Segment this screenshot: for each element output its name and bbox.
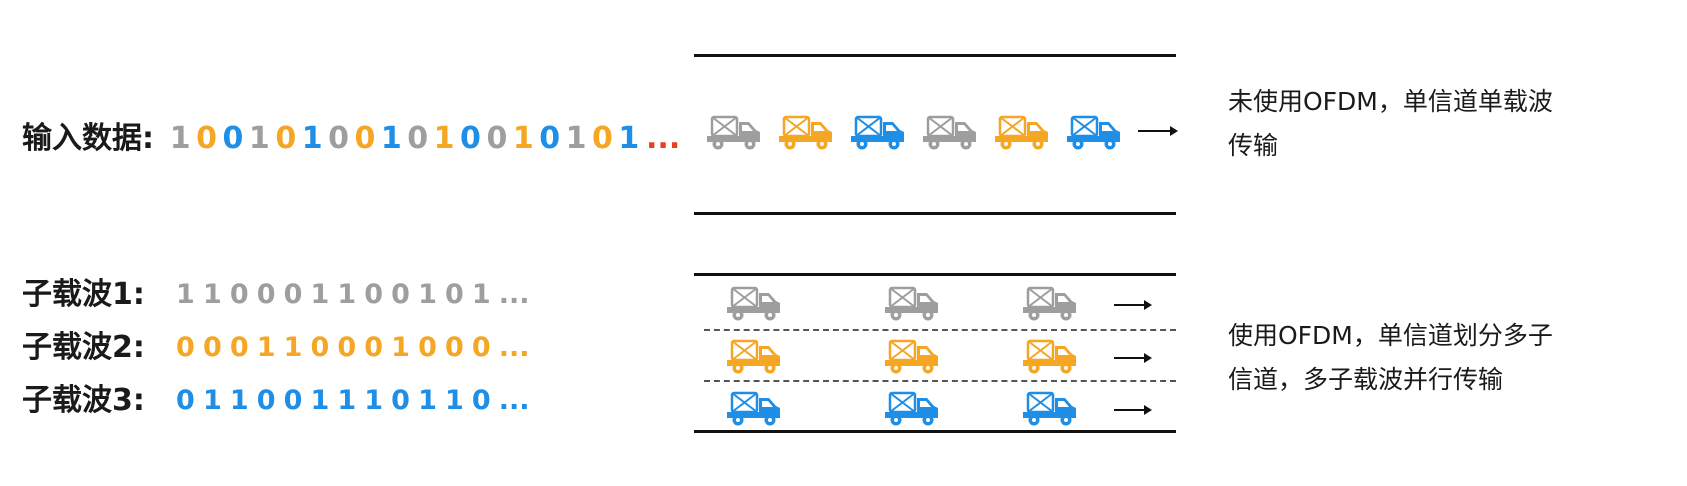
- truck-gray-icon: [1023, 286, 1076, 321]
- input-bit: 0: [407, 121, 429, 156]
- truck-blue-icon: [1023, 391, 1076, 426]
- truck-gray-icon: [707, 115, 760, 150]
- input-bit: 1: [565, 121, 587, 156]
- subcarrier-bit: 0: [256, 279, 276, 310]
- subcarrier-bit: 1: [256, 332, 276, 363]
- subcarrier-bit-ellipsis: ...: [498, 279, 530, 310]
- input-bit: 1: [248, 121, 270, 156]
- input-bit: 1: [512, 121, 534, 156]
- single-carrier-description: 未使用OFDM，单信道单载波传输: [1228, 87, 1553, 160]
- input-bit: 0: [592, 121, 613, 156]
- subcarrier-bit: 1: [283, 332, 303, 363]
- input-bit: 1: [433, 121, 455, 156]
- subcarrier-bit-ellipsis: ...: [498, 332, 530, 363]
- subcarrier-bit: 0: [471, 385, 491, 416]
- subcarrier-bit: 1: [444, 385, 464, 416]
- truck-orange-icon: [779, 115, 832, 150]
- subcarrier-bit: 0: [229, 332, 249, 363]
- subcarrier-bit: 1: [418, 279, 437, 310]
- truck-blue-icon: [1067, 115, 1120, 150]
- subcarrier-2-label: 子载波2:: [22, 330, 145, 365]
- subcarrier-bit: 1: [418, 385, 437, 416]
- bottom-road-lower-line: [694, 430, 1176, 433]
- bottom-road-upper-line: [694, 273, 1176, 276]
- input-bit-ellipsis: ...: [646, 121, 681, 156]
- top-road-upper-line: [694, 54, 1176, 57]
- subcarrier-bit: 0: [391, 385, 410, 416]
- truck-orange-icon: [995, 115, 1048, 150]
- subcarrier-bit: 1: [337, 385, 357, 416]
- subcarrier-bit: 1: [176, 279, 195, 310]
- subcarrier-bit: 0: [202, 332, 222, 363]
- subcarrier-bit: 1: [202, 279, 222, 310]
- subcarrier-bit: 0: [256, 385, 276, 416]
- truck-orange-icon: [885, 339, 938, 374]
- subcarrier-bit: 0: [444, 332, 464, 363]
- subcarrier-bit: 0: [176, 385, 195, 416]
- subcarrier-bit: 0: [364, 332, 384, 363]
- input-bit: 1: [169, 121, 191, 156]
- truck-gray-icon: [923, 115, 976, 150]
- input-bit: 0: [222, 121, 244, 156]
- input-bit: 0: [328, 121, 349, 156]
- truck-orange-icon: [727, 339, 780, 374]
- subcarrier-bit: 1: [391, 332, 410, 363]
- input-bit: 1: [618, 121, 640, 156]
- subcarrier-bit: 0: [471, 332, 491, 363]
- subcarrier-bit: 0: [283, 279, 303, 310]
- subchannel-arrow-icon: [1114, 405, 1152, 415]
- subcarrier-3-label: 子载波3:: [22, 383, 145, 418]
- subcarrier-bit: 0: [418, 332, 437, 363]
- subchannel-divider-1: [704, 329, 1176, 331]
- input-bit: 0: [539, 121, 561, 156]
- truck-gray-icon: [885, 286, 938, 321]
- subchannel-divider-2: [704, 380, 1176, 382]
- top-arrow-icon: [1138, 126, 1178, 136]
- input-bit: 0: [196, 121, 218, 156]
- truck-gray-icon: [727, 286, 780, 321]
- subcarrier-bit: 0: [176, 332, 195, 363]
- truck-orange-icon: [1023, 339, 1076, 374]
- subcarrier-bit: 0: [229, 279, 249, 310]
- input-bit: 0: [354, 121, 376, 156]
- subcarrier-bit: 1: [310, 385, 330, 416]
- truck-blue-icon: [727, 391, 780, 426]
- ofdm-description: 使用OFDM，单信道划分多子信道，多子载波并行传输: [1228, 321, 1553, 394]
- subcarrier-1-label: 子载波1:: [22, 277, 145, 312]
- input-bit: 1: [380, 121, 402, 156]
- subcarrier-bit: 0: [283, 385, 303, 416]
- truck-blue-icon: [851, 115, 904, 150]
- subchannel-arrow-icon: [1114, 300, 1152, 310]
- subcarrier-bit: 0: [337, 332, 357, 363]
- subcarrier-bit: 1: [229, 385, 249, 416]
- subcarrier-bit-ellipsis: ...: [498, 385, 530, 416]
- subcarrier-bit: 1: [337, 279, 357, 310]
- subcarrier-bit: 1: [471, 279, 491, 310]
- subcarrier-bit: 1: [202, 385, 222, 416]
- top-road-lower-line: [694, 212, 1176, 215]
- input-bit: 0: [460, 121, 481, 156]
- truck-blue-icon: [885, 391, 938, 426]
- input-bit: 0: [275, 121, 297, 156]
- subcarrier-bit: 0: [364, 279, 384, 310]
- subchannel-arrow-icon: [1114, 353, 1152, 363]
- input-bit: 1: [301, 121, 323, 156]
- input-bit: 0: [486, 121, 508, 156]
- subcarrier-bit: 0: [444, 279, 464, 310]
- subcarrier-bit: 0: [391, 279, 410, 310]
- subcarrier-bit: 0: [310, 332, 330, 363]
- input-data-label: 输入数据:: [22, 121, 154, 156]
- subcarrier-bit: 1: [310, 279, 330, 310]
- subcarrier-bit: 1: [364, 385, 384, 416]
